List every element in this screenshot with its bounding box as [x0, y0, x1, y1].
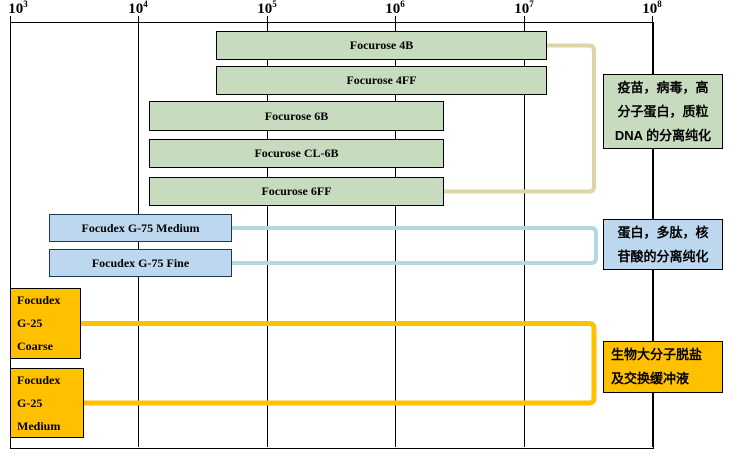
- x-tick-label-10e6: 106: [385, 0, 405, 17]
- bar-label: Medium: [17, 418, 61, 433]
- gridline-10e3: [10, 22, 11, 447]
- x-tick-label-10e5: 105: [257, 0, 277, 17]
- tick-mark-10e5: [267, 16, 268, 22]
- annotation-box-green: 疫苗，病毒，高分子蛋白，质粒 DNA 的分离纯化: [603, 74, 723, 149]
- tick-mark-10e7: [524, 16, 525, 22]
- bar-label: Focurose 6FF: [261, 184, 332, 198]
- bar-label: Focurose 4FF: [346, 73, 417, 87]
- bar-label: Focurose CL-6B: [254, 146, 339, 160]
- bar-label: G-25: [17, 395, 43, 410]
- annotation-text-line: 分子蛋白，质粒: [617, 103, 709, 119]
- bar-focudex-g-75-fine: Focudex G-75 Fine: [49, 249, 232, 277]
- x-tick-label-10e3: 103: [8, 0, 28, 17]
- bar-label: Focudex: [17, 293, 61, 307]
- annotation-box-yellow: 生物大分子脱盐及交换缓冲液: [603, 341, 723, 393]
- annotation-text-line: 及交换缓冲液: [611, 371, 690, 386]
- x-tick-label-10e7: 107: [514, 0, 534, 17]
- bar-label: Focudex: [17, 372, 61, 387]
- annotation-text-line: 疫苗，病毒，高: [617, 79, 709, 95]
- bar-label: G-25: [17, 316, 43, 330]
- tick-mark-10e4: [138, 16, 139, 22]
- bar-focudex-g-75-medium: Focudex G-75 Medium: [49, 214, 232, 242]
- annotation-text-line: DNA 的分离纯化: [614, 127, 712, 143]
- bar-label: Focurose 6B: [264, 108, 329, 123]
- annotation-text-line: 生物大分子脱盐: [611, 347, 703, 362]
- tick-mark-10e3: [10, 16, 11, 22]
- annotation-box-blue: 蛋白，多肽，核苷酸的分离纯化: [603, 219, 723, 270]
- bar-focurose-4b: Focurose 4B: [216, 31, 547, 60]
- bar-label: Focudex G-75 Fine: [91, 255, 190, 270]
- annotation-text-line: 苷酸的分离纯化: [617, 248, 709, 264]
- bar-label: Coarse: [17, 339, 53, 353]
- tick-mark-10e8: [652, 16, 653, 22]
- annotation-text-line: 蛋白，多肽，核: [617, 224, 709, 240]
- bar-focurose-4ff: Focurose 4FF: [216, 66, 547, 95]
- bar-focurose-6b: Focurose 6B: [149, 101, 444, 131]
- bar-label: Focurose 4B: [349, 38, 414, 52]
- x-tick-label-10e8: 108: [642, 0, 662, 17]
- bar-focurose-6ff: Focurose 6FF: [149, 177, 444, 206]
- tick-mark-10e6: [395, 16, 396, 22]
- bar-focurose-cl-6b: Focurose CL-6B: [149, 139, 444, 168]
- x-tick-label-10e4: 104: [128, 0, 148, 17]
- bar-label: Focudex G-75 Medium: [81, 220, 200, 235]
